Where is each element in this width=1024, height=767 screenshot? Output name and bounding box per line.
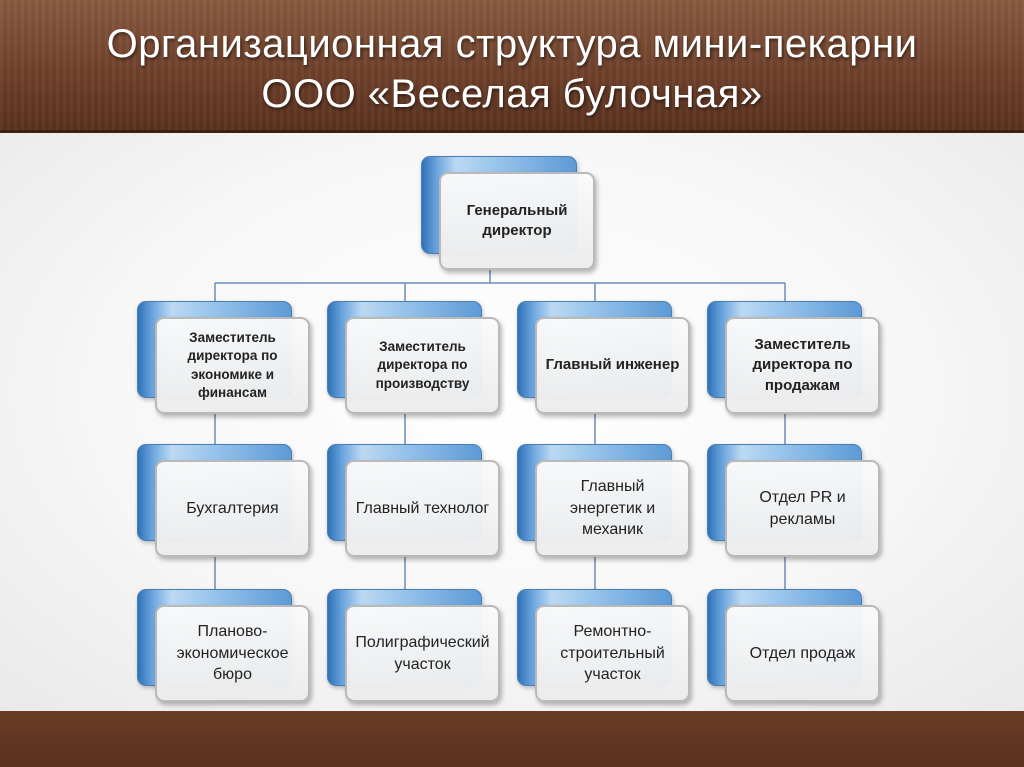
node-front-card: Полиграфический участок xyxy=(345,605,500,702)
node-front-card: Главный технолог xyxy=(345,460,500,557)
node-label: Заместитель директора по производству xyxy=(375,339,470,391)
node-label: Планово-экономическое бюро xyxy=(176,623,289,684)
node-chief-technologist: Главный технолог xyxy=(327,444,500,557)
node-accounting: Бухгалтерия xyxy=(137,444,310,557)
node-sales-department: Отдел продаж xyxy=(707,589,880,702)
node-label: Бухгалтерия xyxy=(186,499,279,517)
page-title-line-2: ООО «Веселая булочная» xyxy=(261,72,763,116)
node-pr-department: Отдел PR и рекламы xyxy=(707,444,880,557)
node-front-card: Отдел продаж xyxy=(725,605,880,702)
node-front-card: Отдел PR и рекламы xyxy=(725,460,880,557)
header-bar xyxy=(0,0,1024,133)
node-label: Генеральный директор xyxy=(466,201,568,239)
node-repair-section: Ремонтно-строительный участок xyxy=(517,589,690,702)
node-deputy-sales: Заместитель директора по продажам xyxy=(707,301,880,414)
footer-bar xyxy=(0,711,1024,767)
node-label: Главный инженер xyxy=(545,356,680,374)
node-front-card: Главный энергетик и механик xyxy=(535,460,690,557)
node-label: Ремонтно-строительный участок xyxy=(560,623,665,684)
node-label: Главный технолог xyxy=(355,499,490,517)
node-front-card: Заместитель директора по производству xyxy=(345,317,500,414)
node-general-director: Генеральный директор xyxy=(421,156,595,270)
node-front-card: Бухгалтерия xyxy=(155,460,310,557)
node-chief-power-engineer: Главный энергетик и механик xyxy=(517,444,690,557)
node-chief-engineer: Главный инженер xyxy=(517,301,690,414)
node-deputy-economics: Заместитель директора по экономике и фин… xyxy=(137,301,310,414)
node-label: Полиграфический участок xyxy=(355,633,490,673)
node-printing-section: Полиграфический участок xyxy=(327,589,500,702)
node-label: Главный энергетик и механик xyxy=(569,478,656,539)
node-front-card: Главный инженер xyxy=(535,317,690,414)
page-title-line-1: Организационная структура мини-пекарни xyxy=(106,22,918,66)
node-label: Отдел PR и рекламы xyxy=(759,488,846,528)
node-label: Заместитель директора по экономике и фин… xyxy=(187,330,278,400)
node-front-card: Заместитель директора по продажам xyxy=(725,317,880,414)
node-label: Отдел продаж xyxy=(749,644,856,662)
node-deputy-production: Заместитель директора по производству xyxy=(327,301,500,414)
node-front-card: Заместитель директора по экономике и фин… xyxy=(155,317,310,414)
node-label: Заместитель директора по продажам xyxy=(752,336,853,394)
node-front-card: Генеральный директор xyxy=(439,172,595,270)
node-planning-bureau: Планово-экономическое бюро xyxy=(137,589,310,702)
node-front-card: Ремонтно-строительный участок xyxy=(535,605,690,702)
node-front-card: Планово-экономическое бюро xyxy=(155,605,310,702)
